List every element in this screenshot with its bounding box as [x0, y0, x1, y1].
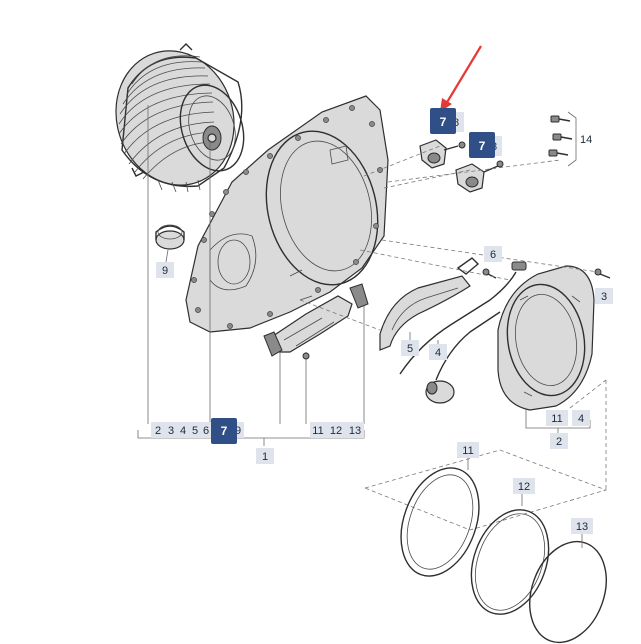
- coolant-connector-lower: [455, 160, 504, 193]
- group-callout-row: 2 3 4 5 6 9 11 12 13: [151, 422, 364, 438]
- group-item-2[interactable]: 2: [155, 425, 161, 437]
- svg-text:5: 5: [407, 343, 413, 355]
- sensor-bracket: [263, 283, 369, 362]
- svg-text:11: 11: [551, 413, 562, 425]
- callout-11-right[interactable]: 11: [546, 410, 568, 426]
- cover-plate: [379, 257, 480, 351]
- group-item-5[interactable]: 5: [192, 425, 198, 437]
- highlight-callout-7-lower[interactable]: 8 7: [469, 132, 502, 158]
- coolant-connector-upper: [419, 139, 466, 169]
- callout-4[interactable]: 4: [429, 344, 447, 360]
- svg-text:2: 2: [556, 436, 562, 448]
- svg-text:14: 14: [580, 134, 592, 146]
- svg-text:3: 3: [601, 291, 607, 303]
- callout-2-right[interactable]: 2: [550, 433, 568, 449]
- svg-text:7: 7: [440, 115, 447, 129]
- electric-motor: [115, 43, 245, 193]
- callout-3[interactable]: 3: [595, 288, 613, 304]
- callout-1[interactable]: 1: [256, 448, 274, 464]
- callout-14[interactable]: 14: [580, 134, 592, 146]
- callout-13[interactable]: 13: [571, 518, 593, 534]
- transmission-housing: [185, 95, 389, 333]
- svg-text:7: 7: [221, 424, 228, 438]
- callout-4-right[interactable]: 4: [572, 410, 590, 426]
- svg-text:9: 9: [162, 265, 168, 277]
- group-item-13[interactable]: 13: [349, 425, 361, 437]
- svg-text:1: 1: [262, 451, 268, 463]
- highlight-callout-7-upper[interactable]: 8 7: [430, 108, 464, 134]
- group-item-4[interactable]: 4: [180, 425, 186, 437]
- callout-11-bottom[interactable]: 11: [457, 442, 479, 458]
- bolt-set: [548, 111, 577, 167]
- group-item-6[interactable]: 6: [203, 425, 209, 437]
- snap-ring: [529, 540, 607, 644]
- svg-text:11: 11: [462, 445, 473, 457]
- rear-cover: [497, 265, 611, 411]
- bearing-ring: [155, 224, 185, 263]
- callout-5[interactable]: 5: [401, 340, 419, 356]
- gasket-ring: [400, 467, 480, 577]
- leader-lines: [137, 105, 607, 548]
- callout-9[interactable]: 9: [156, 262, 174, 278]
- group-item-12[interactable]: 12: [330, 425, 342, 437]
- svg-text:4: 4: [435, 347, 441, 359]
- highlight-callout-7-group[interactable]: 7: [211, 418, 237, 444]
- svg-text:7: 7: [479, 139, 486, 153]
- callout-6[interactable]: 6: [484, 246, 502, 262]
- svg-text:6: 6: [490, 249, 496, 261]
- group-item-9[interactable]: 9: [235, 425, 241, 437]
- group-item-11[interactable]: 11: [312, 425, 323, 437]
- svg-text:12: 12: [518, 481, 530, 493]
- red-pointer-arrow: [440, 45, 482, 112]
- wiring-harness: [399, 261, 527, 404]
- svg-text:13: 13: [576, 521, 588, 533]
- o-ring: [470, 509, 550, 615]
- svg-text:4: 4: [578, 413, 584, 425]
- seal-rings: [363, 449, 608, 644]
- callout-12[interactable]: 12: [513, 478, 535, 494]
- group-item-3[interactable]: 3: [168, 425, 174, 437]
